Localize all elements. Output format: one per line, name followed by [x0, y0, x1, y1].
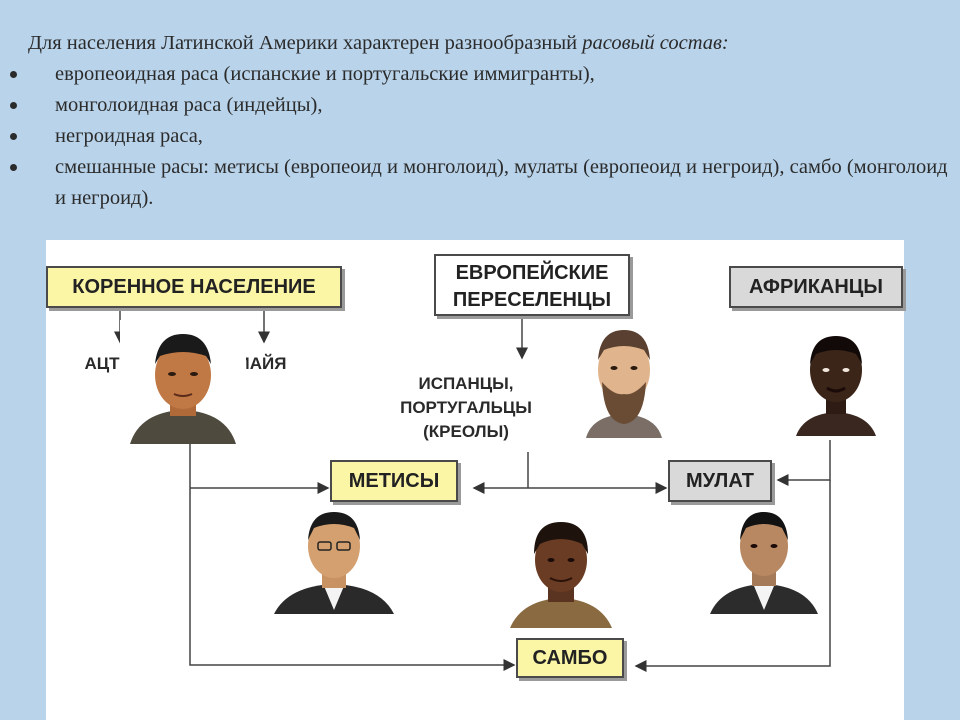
mulatto-portrait	[710, 512, 818, 614]
zambo-portrait	[510, 522, 612, 628]
spaniards-line1: ИСПАНЦЫ,	[418, 374, 514, 393]
intro-heading-text: Для населения Латинской Америки характер…	[28, 32, 583, 54]
native-portrait	[120, 320, 246, 444]
spaniards-line3: (КРЕОЛЫ)	[423, 422, 509, 441]
africans-box: АФРИКАНЦЫ	[729, 266, 903, 308]
race-list: европеоидная раса (испанские и португаль…	[10, 59, 948, 214]
european-settlers-line1: ЕВРОПЕЙСКИЕ	[455, 262, 609, 284]
line-africans-down	[634, 480, 831, 672]
intro-text: Для населения Латинской Америки характер…	[10, 28, 948, 214]
european-settlers-box: ЕВРОПЕЙСКИЕ ПЕРЕСЕЛЕНЦЫ	[434, 254, 630, 316]
list-item: смешанные расы: метисы (европеоид и монг…	[10, 152, 948, 214]
africans-label: АФРИКАНЦЫ	[748, 276, 883, 298]
european-settlers-line2: ПЕРЕСЕЛЕНЦЫ	[452, 289, 612, 311]
african-portrait	[796, 336, 876, 436]
zambo-label: САМБО	[532, 647, 608, 669]
intro-heading: Для населения Латинской Америки характер…	[28, 28, 948, 59]
arrow-africans-mulatto	[776, 440, 831, 486]
line-natives-down	[189, 438, 516, 671]
spaniards-label: ИСПАНЦЫ, ПОРТУГАЛЬЦЫ (КРЕОЛЫ)	[376, 372, 556, 444]
list-item: монголоидная раса (индейцы),	[10, 90, 948, 121]
mestizo-portrait	[274, 512, 394, 614]
mestizo-box: МЕТИСЫ	[330, 460, 458, 502]
mulatto-label: МУЛАТ	[685, 470, 755, 492]
diagram-connectors	[114, 306, 831, 672]
native-population-label: КОРЕННОЕ НАСЕЛЕНИЕ	[72, 276, 316, 298]
spaniards-line2: ПОРТУГАЛЬЦЫ	[400, 398, 532, 417]
zambo-box: САМБО	[516, 638, 624, 678]
race-diagram: КОРЕННОЕ НАСЕЛЕНИЕ ЕВРОПЕЙСКИЕ ПЕРЕСЕЛЕН…	[46, 240, 904, 720]
mulatto-box: МУЛАТ	[668, 460, 772, 502]
intro-heading-italic: расовый состав:	[582, 32, 729, 54]
mestizo-label: МЕТИСЫ	[348, 470, 440, 492]
maya-label: МАЙЯ	[235, 354, 287, 373]
list-item: негроидная раса,	[10, 121, 948, 152]
native-population-box: КОРЕННОЕ НАСЕЛЕНИЕ	[46, 266, 342, 308]
european-portrait	[586, 330, 662, 438]
list-item: европеоидная раса (испанские и португаль…	[10, 59, 948, 90]
